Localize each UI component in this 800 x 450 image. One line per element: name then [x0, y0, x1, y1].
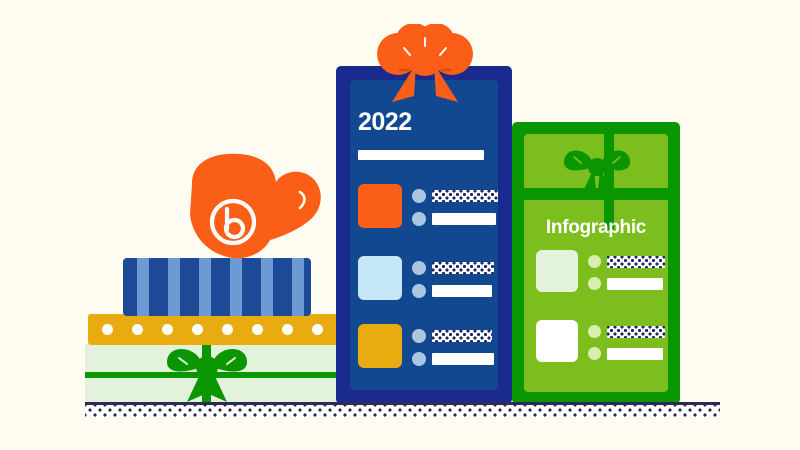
band-dot [102, 324, 113, 335]
green-bow-icon [564, 150, 630, 198]
blue-content-row [358, 256, 494, 312]
row-bullet [412, 329, 426, 343]
green-infographic-panel[interactable]: Infographic [512, 122, 680, 404]
row-bullet [588, 347, 601, 360]
band-dot [252, 324, 263, 335]
green-content-row [536, 250, 665, 304]
green-ribbon-horizontal [512, 188, 680, 200]
gift-stack [85, 258, 341, 404]
band-dot [282, 324, 293, 335]
gift-gold-band [88, 314, 338, 345]
lid-stripe [261, 258, 273, 316]
row-bullet [412, 284, 426, 298]
blue-content-row [358, 324, 494, 380]
blue-content-row [358, 184, 498, 240]
row-bullet [412, 261, 426, 275]
row-bullet [412, 212, 426, 226]
row-bullet [588, 255, 601, 268]
band-dot [162, 324, 173, 335]
row-bar [607, 348, 663, 360]
title-placeholder-bar [358, 150, 484, 160]
row-bar-dotted [607, 326, 665, 338]
lid-stripe [199, 258, 211, 316]
green-ribbon-vertical [604, 134, 614, 230]
row-bar-dotted [432, 330, 492, 342]
band-dot [192, 324, 203, 335]
green-bow-icon [167, 348, 247, 402]
band-dot [132, 324, 143, 335]
lid-stripe [168, 258, 180, 316]
blue-report-panel[interactable]: 2022 [336, 66, 512, 404]
row-bullet [412, 189, 426, 203]
row-swatch [358, 184, 402, 228]
row-swatch [358, 324, 402, 368]
bitly-logo-icon [209, 198, 257, 246]
orange-bow-icon [377, 24, 473, 102]
lid-stripe [292, 258, 304, 316]
row-bar-dotted [432, 190, 498, 202]
row-bar [432, 353, 494, 365]
green-content-row [536, 320, 665, 374]
infographic-label: Infographic [545, 217, 647, 238]
band-dot [222, 324, 233, 335]
row-bar-dotted [432, 262, 494, 274]
row-swatch [358, 256, 402, 300]
row-bullet [412, 352, 426, 366]
mitten-glove [178, 148, 330, 270]
row-bar [607, 278, 663, 290]
mitten-shape-icon [190, 153, 321, 259]
row-bar-dotted [607, 256, 665, 268]
ground-line [85, 402, 720, 406]
ground-dot-pattern [85, 405, 720, 418]
lid-stripe [230, 258, 242, 316]
row-bullet [588, 325, 601, 338]
year-label: 2022 [358, 108, 412, 136]
row-bar [432, 213, 496, 225]
row-bar [432, 285, 492, 297]
row-swatch [536, 250, 578, 292]
ground-band [85, 402, 720, 418]
row-swatch [536, 320, 578, 362]
striped-box-lid [123, 258, 311, 316]
row-bullet [588, 277, 601, 290]
band-dot [312, 324, 323, 335]
lid-stripe [137, 258, 149, 316]
